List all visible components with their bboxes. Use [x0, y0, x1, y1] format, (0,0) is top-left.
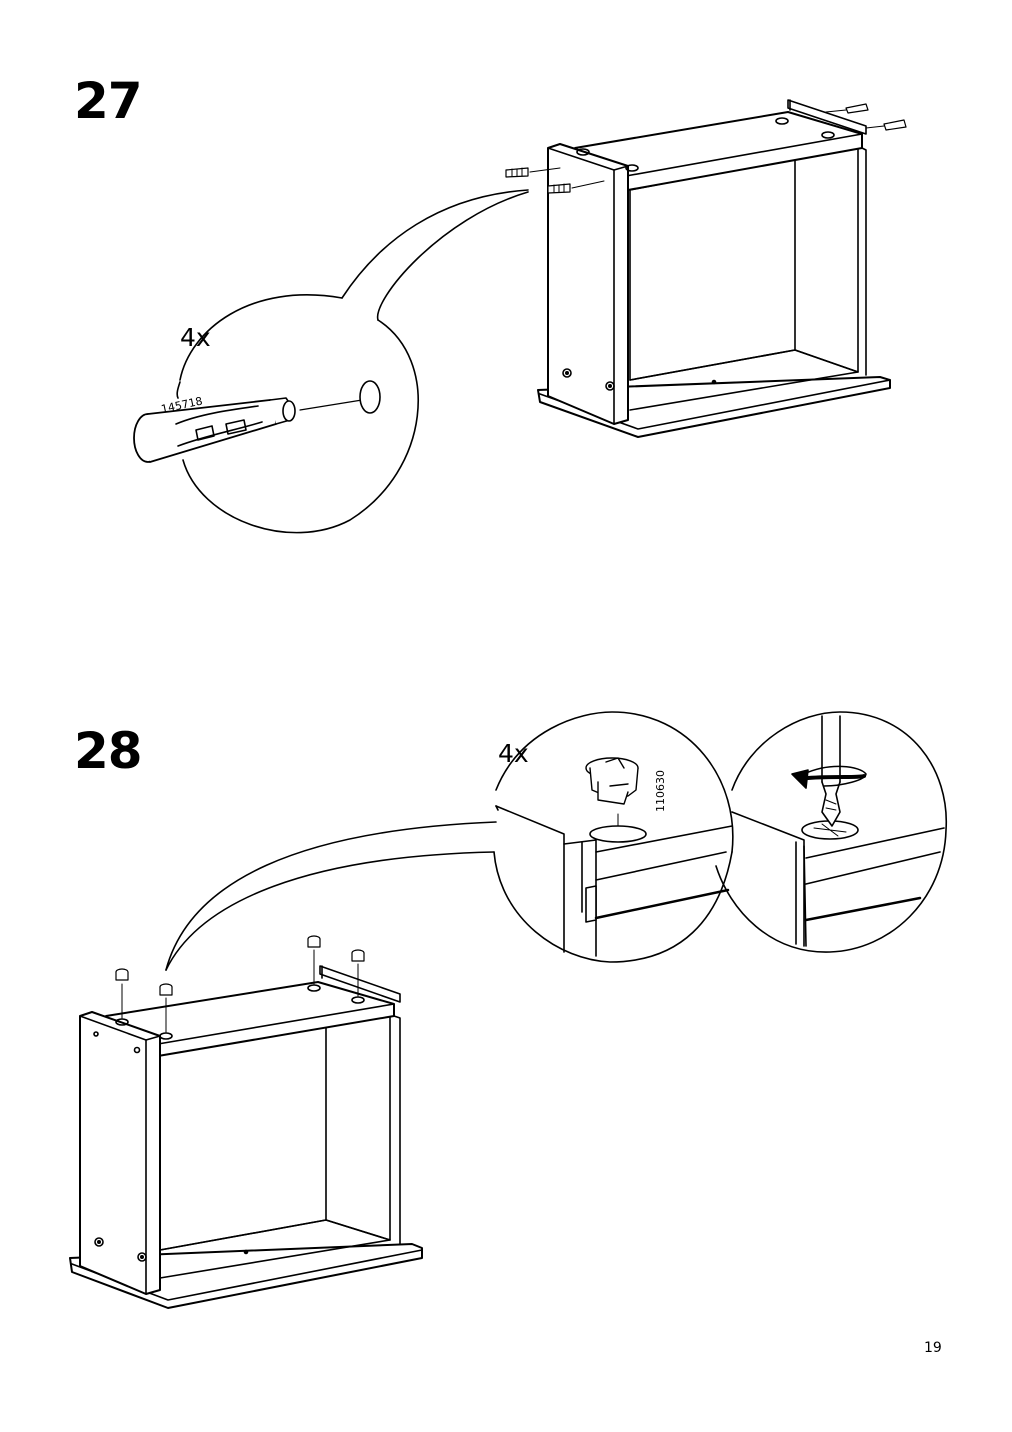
step-28-tighten-callout	[715, 711, 948, 953]
page-number: 19	[924, 1340, 942, 1356]
wooden-dowel-icon	[505, 103, 907, 194]
step-27-cabinet	[505, 99, 907, 438]
screwdriver-icon	[821, 715, 841, 827]
step-28-quantity: 4x	[498, 739, 529, 768]
step-27-number: 27	[74, 72, 143, 130]
step-28-part-number: 110630	[654, 770, 667, 812]
step-28-detail-callout: 4x 110630	[493, 711, 734, 963]
step-27-detail-callout: 4x 145718	[133, 189, 529, 534]
cam-lock-icon	[115, 935, 365, 1033]
step-28-number: 28	[74, 722, 143, 780]
step-27-quantity: 4x	[180, 323, 211, 352]
wooden-dowel-icon	[133, 397, 296, 463]
cam-lock-icon	[585, 757, 639, 805]
step-28-cabinet	[69, 935, 423, 1309]
rotate-arrow-icon	[791, 765, 867, 789]
